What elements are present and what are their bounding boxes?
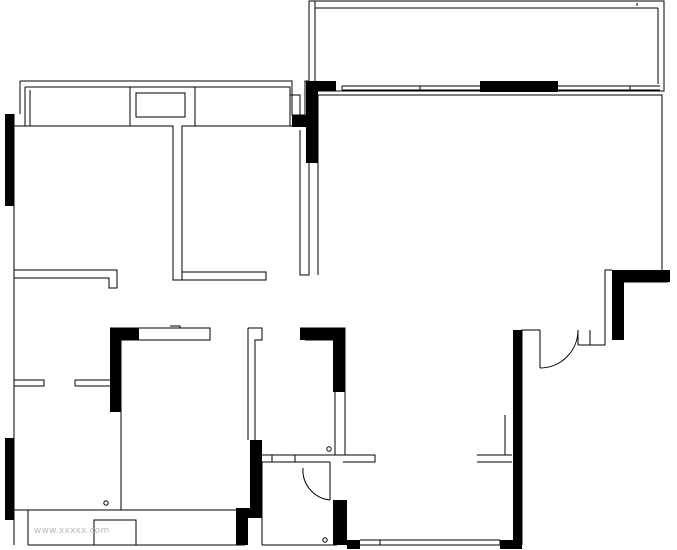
drain-icon-2 — [326, 446, 332, 452]
sink-outline — [135, 92, 186, 118]
left-bedroom — [13, 81, 245, 546]
bathroom-center — [261, 327, 376, 546]
drain-icon — [103, 500, 109, 506]
middle-bedroom — [110, 271, 267, 511]
bedroom-top-strip — [20, 80, 309, 281]
structural-walls — [5, 81, 670, 549]
watermark: www.xxxxx.com — [34, 526, 110, 536]
door-swing — [302, 467, 331, 501]
basin-outline — [93, 519, 137, 546]
door-swing-2 — [539, 329, 579, 369]
balcony — [308, 0, 665, 92]
drain-icon-3 — [322, 537, 328, 543]
